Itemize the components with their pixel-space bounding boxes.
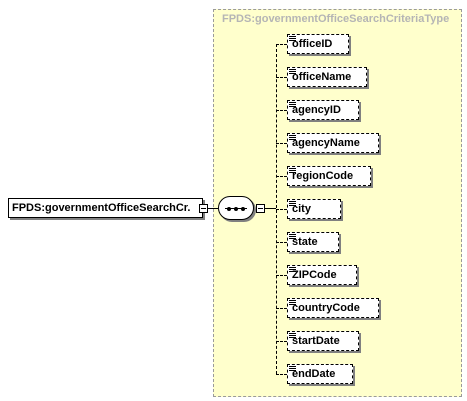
child-connector [276,308,287,309]
child-connector [276,110,287,111]
child-element-officename[interactable]: officeName [287,67,367,87]
child-connector [276,341,287,342]
child-element-label: ZIPCode [292,269,337,281]
child-element-label: endDate [292,368,336,380]
element-lines-icon [289,300,296,306]
child-element-enddate[interactable]: endDate [287,364,353,384]
element-lines-icon [289,234,296,240]
child-connector [276,143,287,144]
child-element-regioncode[interactable]: regionCode [287,166,371,186]
sequence-compositor-icon [225,207,247,211]
child-element-agencyid[interactable]: agencyID [287,100,359,120]
child-element-label: officeID [292,38,333,50]
child-element-officeid[interactable]: officeID [287,34,349,54]
element-lines-icon [289,135,296,141]
root-collapse-minus-icon[interactable] [199,204,208,213]
root-element-box[interactable]: FPDS:governmentOfficeSearchCr. [8,198,203,218]
element-lines-icon [289,366,296,372]
child-element-label: officeName [292,71,352,83]
child-element-agencyname[interactable]: agencyName [287,133,379,153]
element-lines-icon [289,69,296,75]
child-connector [276,275,287,276]
child-element-startdate[interactable]: startDate [287,331,359,351]
child-connector [276,209,287,210]
complex-type-title: FPDS:governmentOfficeSearchCriteriaType [222,13,450,25]
child-element-countrycode[interactable]: countryCode [287,298,379,318]
element-lines-icon [289,333,296,339]
element-lines-icon [289,267,296,273]
child-element-label: startDate [292,335,340,347]
child-connector [276,374,287,375]
child-element-label: agencyName [292,137,360,149]
child-element-label: agencyID [292,104,341,116]
child-element-label: countryCode [292,302,360,314]
sequence-compositor[interactable] [218,196,254,220]
connector-sequence-to-children [265,208,276,209]
element-lines-icon [289,168,296,174]
element-lines-icon [289,102,296,108]
sequence-collapse-minus-icon[interactable] [256,204,265,213]
child-connector [276,44,287,45]
child-element-state[interactable]: state [287,232,339,252]
element-lines-icon [289,201,296,207]
child-element-label: regionCode [292,170,354,182]
root-element-label: FPDS:governmentOfficeSearchCr. [12,202,191,214]
child-element-label: state [292,236,318,248]
element-lines-icon [289,36,296,42]
child-connector [276,242,287,243]
child-element-label: city [292,203,311,215]
child-element-zipcode[interactable]: ZIPCode [287,265,357,285]
child-element-city[interactable]: city [287,199,341,219]
connector-root-to-sequence [208,208,218,209]
child-connector [276,176,287,177]
child-connector [276,77,287,78]
